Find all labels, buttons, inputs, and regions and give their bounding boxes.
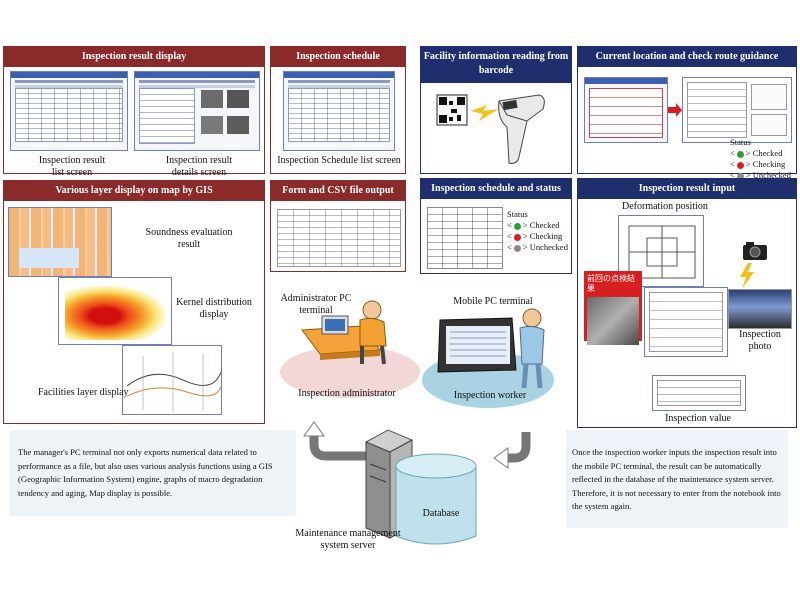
panel-inspection-schedule-management: Inspection schedule management Inspectio…	[270, 46, 406, 174]
database-icon	[395, 453, 477, 545]
label-database: Database	[422, 508, 460, 519]
label-facilities: Facilities layer display	[38, 387, 129, 398]
caption-result-details: Inspection result details screen	[165, 155, 233, 178]
description-left: The manager's PC terminal not only expor…	[18, 447, 273, 498]
panel-title: Form and CSV file output	[271, 181, 405, 201]
form-output-screenshot	[277, 209, 401, 267]
status-checked-label: Checked	[529, 220, 560, 230]
panel-gis-map: Various layer display on map by GIS Soun…	[3, 180, 265, 424]
result-details-screenshot	[134, 71, 260, 151]
label-kernel: Kernel distribution display	[176, 297, 252, 320]
scanner-icon	[498, 94, 545, 164]
qr-code-icon	[436, 94, 468, 126]
status-unchecked-icon	[736, 172, 744, 180]
route-map-screenshot	[584, 77, 668, 143]
label-admin: Inspection administrator	[298, 388, 396, 399]
label-value: Inspection value	[665, 413, 731, 424]
panel-title: Various layer display on map by GIS	[4, 181, 264, 201]
status-checked-icon	[513, 222, 521, 230]
description-right: Once the inspection worker inputs the in…	[572, 447, 781, 511]
worker-person-icon	[519, 308, 545, 389]
barcode-scanner-illustration	[436, 94, 545, 164]
panel-result-input: Inspection result input Deformation posi…	[577, 178, 797, 428]
status-unchecked-label: Unchecked	[752, 170, 791, 180]
status-unchecked-icon	[513, 244, 521, 252]
panel-title: Inspection result input	[578, 179, 796, 199]
arrow-to-admin-head	[303, 421, 325, 437]
panel-title: Inspection result display	[4, 47, 264, 67]
status-checking-label: Checking	[752, 159, 786, 169]
status-checked-label: Checked	[752, 148, 783, 158]
status-unchecked-label: Unchecked	[529, 242, 568, 252]
caption-schedule-list: Inspection Schedule list screen	[277, 155, 401, 166]
description-left-box	[10, 430, 296, 516]
mobile-pc-icon	[437, 317, 517, 373]
panel-route-guidance: Current location and check route guidanc…	[577, 46, 797, 180]
panel-inspection-result-display: Inspection result display Inspection res…	[3, 46, 265, 178]
deformation-diagram	[618, 215, 704, 287]
schedule-status-table	[427, 207, 503, 269]
deformation-grid	[628, 225, 696, 279]
arrow-right-icon	[668, 103, 682, 117]
status-checking-icon	[736, 161, 744, 169]
result-list-screenshot	[10, 71, 128, 151]
kernel-map-screenshot	[58, 277, 172, 345]
route-list-screenshot	[682, 77, 792, 143]
panel-schedule-status: Inspection schedule and status Status <>…	[420, 178, 572, 274]
center-illustration	[280, 300, 554, 545]
camera-icon	[743, 242, 767, 260]
label-soundness: Soundness evaluation result	[145, 227, 233, 250]
panel-title: Inspection schedule and status	[421, 179, 571, 199]
description-right-box	[566, 430, 788, 528]
facilities-map-screenshot	[122, 345, 222, 415]
panel-title: Facility information reading from barcod…	[421, 47, 571, 83]
result-form-screenshot	[644, 287, 728, 357]
admin-person-icon	[359, 300, 387, 365]
panel-facility-barcode: Facility information reading from barcod…	[420, 46, 572, 174]
facilities-lines	[126, 352, 221, 412]
panel-title: Current location and check route guidanc…	[578, 47, 796, 67]
schedule-status-legend: Status <> Checked <> Checking <> Uncheck…	[507, 209, 568, 252]
status-title: Status	[730, 137, 751, 147]
soundness-map-screenshot	[8, 207, 112, 277]
arrow-from-worker	[506, 432, 531, 463]
panel-title: Inspection schedule management	[271, 47, 405, 82]
arrow-to-admin	[309, 434, 366, 461]
status-checked-icon	[736, 150, 744, 158]
label-mobile-terminal: Mobile PC terminal	[453, 296, 533, 307]
arrow-from-worker-head	[493, 447, 509, 469]
status-title: Status	[507, 209, 528, 219]
label-worker: Inspection worker	[453, 390, 527, 401]
label-deformation: Deformation position	[622, 201, 708, 212]
label-server: Maintenance management system server	[295, 528, 401, 551]
lightning-icon	[740, 263, 754, 289]
label-admin-terminal: Administrator PC terminal	[280, 293, 352, 316]
previous-result-frame: 前回の点検結果	[584, 271, 642, 345]
label-previous: 前回の点検結果	[587, 274, 635, 293]
route-status-legend: Status <> Checked <> Checking <> Uncheck…	[730, 137, 791, 180]
laser-beam-icon	[471, 105, 499, 121]
panel-form-csv: Form and CSV file output	[270, 180, 406, 272]
inspection-photo	[728, 289, 792, 329]
status-checking-label: Checking	[529, 231, 563, 241]
label-photo: Inspection photo	[739, 329, 781, 352]
schedule-list-screenshot	[283, 71, 395, 151]
inspection-value-form	[652, 375, 746, 411]
status-checking-icon	[513, 233, 521, 241]
caption-result-list: Inspection result list screen	[38, 155, 106, 178]
